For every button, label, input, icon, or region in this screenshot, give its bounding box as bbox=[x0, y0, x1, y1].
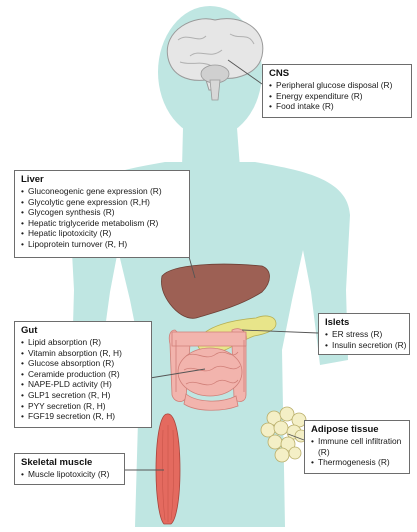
skeletal-muscle-list: Muscle lipotoxicity (R) bbox=[21, 469, 119, 480]
list-item: Gluconeogenic gene expression (R) bbox=[21, 186, 184, 197]
liver-illustration bbox=[161, 263, 270, 319]
list-item: Hepatic lipotoxicity (R) bbox=[21, 228, 184, 239]
list-item: Ceramide production (R) bbox=[21, 369, 146, 380]
list-item: Hepatic triglyceride metabolism (R) bbox=[21, 218, 184, 229]
islets-box: Islets ER stress (R) Insulin secretion (… bbox=[318, 313, 410, 355]
adipose-illustration bbox=[260, 406, 308, 463]
list-item: NAPE-PLD activity (H) bbox=[21, 379, 146, 390]
list-item: Food intake (R) bbox=[269, 101, 406, 112]
gut-list: Lipid absorption (R) Vitamin absorption … bbox=[21, 337, 146, 422]
list-item: Immune cell infiltration (R) bbox=[311, 436, 404, 457]
list-item: Muscle lipotoxicity (R) bbox=[21, 469, 119, 480]
list-item: Lipoprotein turnover (R, H) bbox=[21, 239, 184, 250]
list-item: Insulin secretion (R) bbox=[325, 340, 406, 351]
cns-list: Peripheral glucose disposal (R) Energy e… bbox=[269, 80, 406, 112]
list-item: PYY secretion (R, H) bbox=[21, 401, 146, 412]
islets-list: ER stress (R) Insulin secretion (R) bbox=[325, 329, 406, 351]
list-item: Vitamin absorption (R, H) bbox=[21, 348, 146, 359]
skeletal-muscle-box: Skeletal muscle Muscle lipotoxicity (R) bbox=[14, 453, 125, 485]
cns-title: CNS bbox=[269, 68, 290, 79]
list-item: FGF19 secretion (R, H) bbox=[21, 411, 146, 422]
intestine-folds bbox=[175, 340, 245, 392]
gut-box: Gut Lipid absorption (R) Vitamin absorpt… bbox=[14, 321, 152, 428]
list-item: Peripheral glucose disposal (R) bbox=[269, 80, 406, 91]
muscle-fibers bbox=[162, 425, 174, 522]
list-item: Thermogenesis (R) bbox=[311, 457, 404, 468]
intestine-illustration bbox=[168, 328, 247, 411]
list-item: Glycolytic gene expression (R,H) bbox=[21, 197, 184, 208]
list-item: Energy expenditure (R) bbox=[269, 91, 406, 102]
list-item: Glycogen synthesis (R) bbox=[21, 207, 184, 218]
liver-list: Gluconeogenic gene expression (R) Glycol… bbox=[21, 186, 184, 250]
list-item: ER stress (R) bbox=[325, 329, 404, 340]
islets-title: Islets bbox=[325, 317, 350, 328]
skeletal-muscle-title: Skeletal muscle bbox=[21, 457, 93, 468]
adipose-list: Immune cell infiltration (R) Thermogenes… bbox=[311, 436, 404, 468]
liver-box: Liver Gluconeogenic gene expression (R) … bbox=[14, 170, 190, 258]
liver-title: Liver bbox=[21, 174, 44, 185]
cns-box: CNS Peripheral glucose disposal (R) Ener… bbox=[262, 64, 412, 118]
gut-title: Gut bbox=[21, 325, 38, 336]
adipose-box: Adipose tissue Immune cell infiltration … bbox=[304, 420, 410, 474]
list-item: Lipid absorption (R) bbox=[21, 337, 146, 348]
brain-illustration bbox=[166, 18, 264, 101]
list-item: Glucose absorption (R) bbox=[21, 358, 146, 369]
list-item: GLP1 secretion (R, H) bbox=[21, 390, 146, 401]
adipose-title: Adipose tissue bbox=[311, 424, 379, 435]
